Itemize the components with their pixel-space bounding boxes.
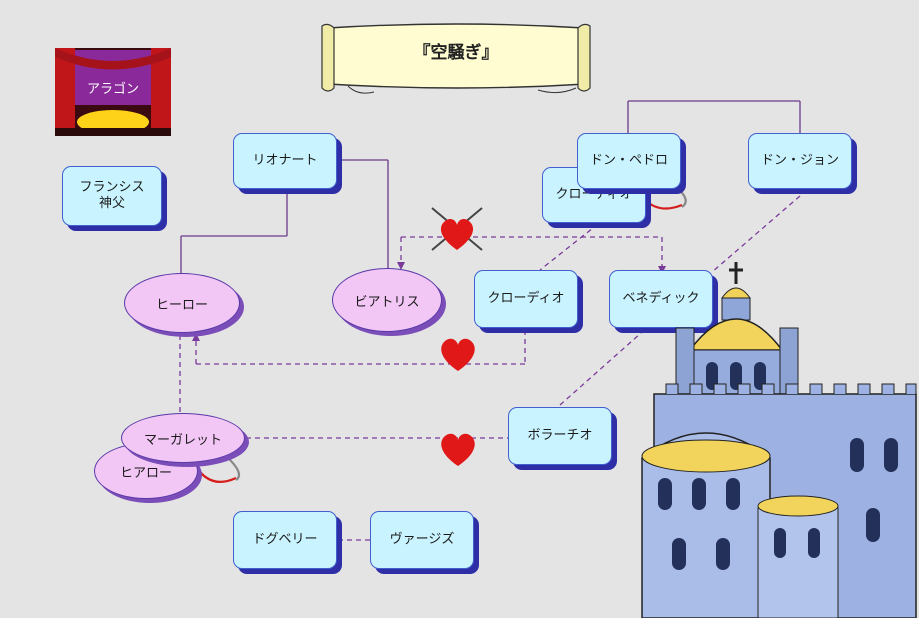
character-francis[interactable]: フランシス 神父 bbox=[62, 166, 162, 226]
heart-icon-margaret-borachio bbox=[441, 433, 475, 466]
character-don-pedro[interactable]: ドン・ペドロ bbox=[577, 133, 681, 189]
diagram-title: 『空騒ぎ』 bbox=[413, 42, 499, 63]
title-scroll-banner bbox=[321, 23, 591, 94]
heart-icon-claudio-hero bbox=[441, 338, 475, 371]
character-margaret[interactable]: マーガレット bbox=[121, 413, 245, 463]
castle-illustration bbox=[641, 262, 917, 618]
stage-label: アラゴン bbox=[86, 82, 139, 97]
crossed-swords-heart-icon bbox=[431, 207, 483, 251]
character-don-john[interactable]: ドン・ジョン bbox=[748, 133, 852, 189]
theater-stage-icon bbox=[55, 48, 171, 136]
character-claudio[interactable]: クローディオ bbox=[474, 270, 578, 328]
character-leonato[interactable]: リオナート bbox=[233, 133, 337, 189]
character-beatrice[interactable]: ビアトリス bbox=[332, 268, 442, 332]
character-verges[interactable]: ヴァージズ bbox=[370, 511, 474, 569]
character-dogberry[interactable]: ドグベリー bbox=[233, 511, 337, 569]
character-benedick[interactable]: ベネディック bbox=[609, 270, 713, 328]
character-borachio[interactable]: ボラーチオ bbox=[508, 407, 612, 465]
character-hero[interactable]: ヒーロー bbox=[124, 273, 240, 333]
